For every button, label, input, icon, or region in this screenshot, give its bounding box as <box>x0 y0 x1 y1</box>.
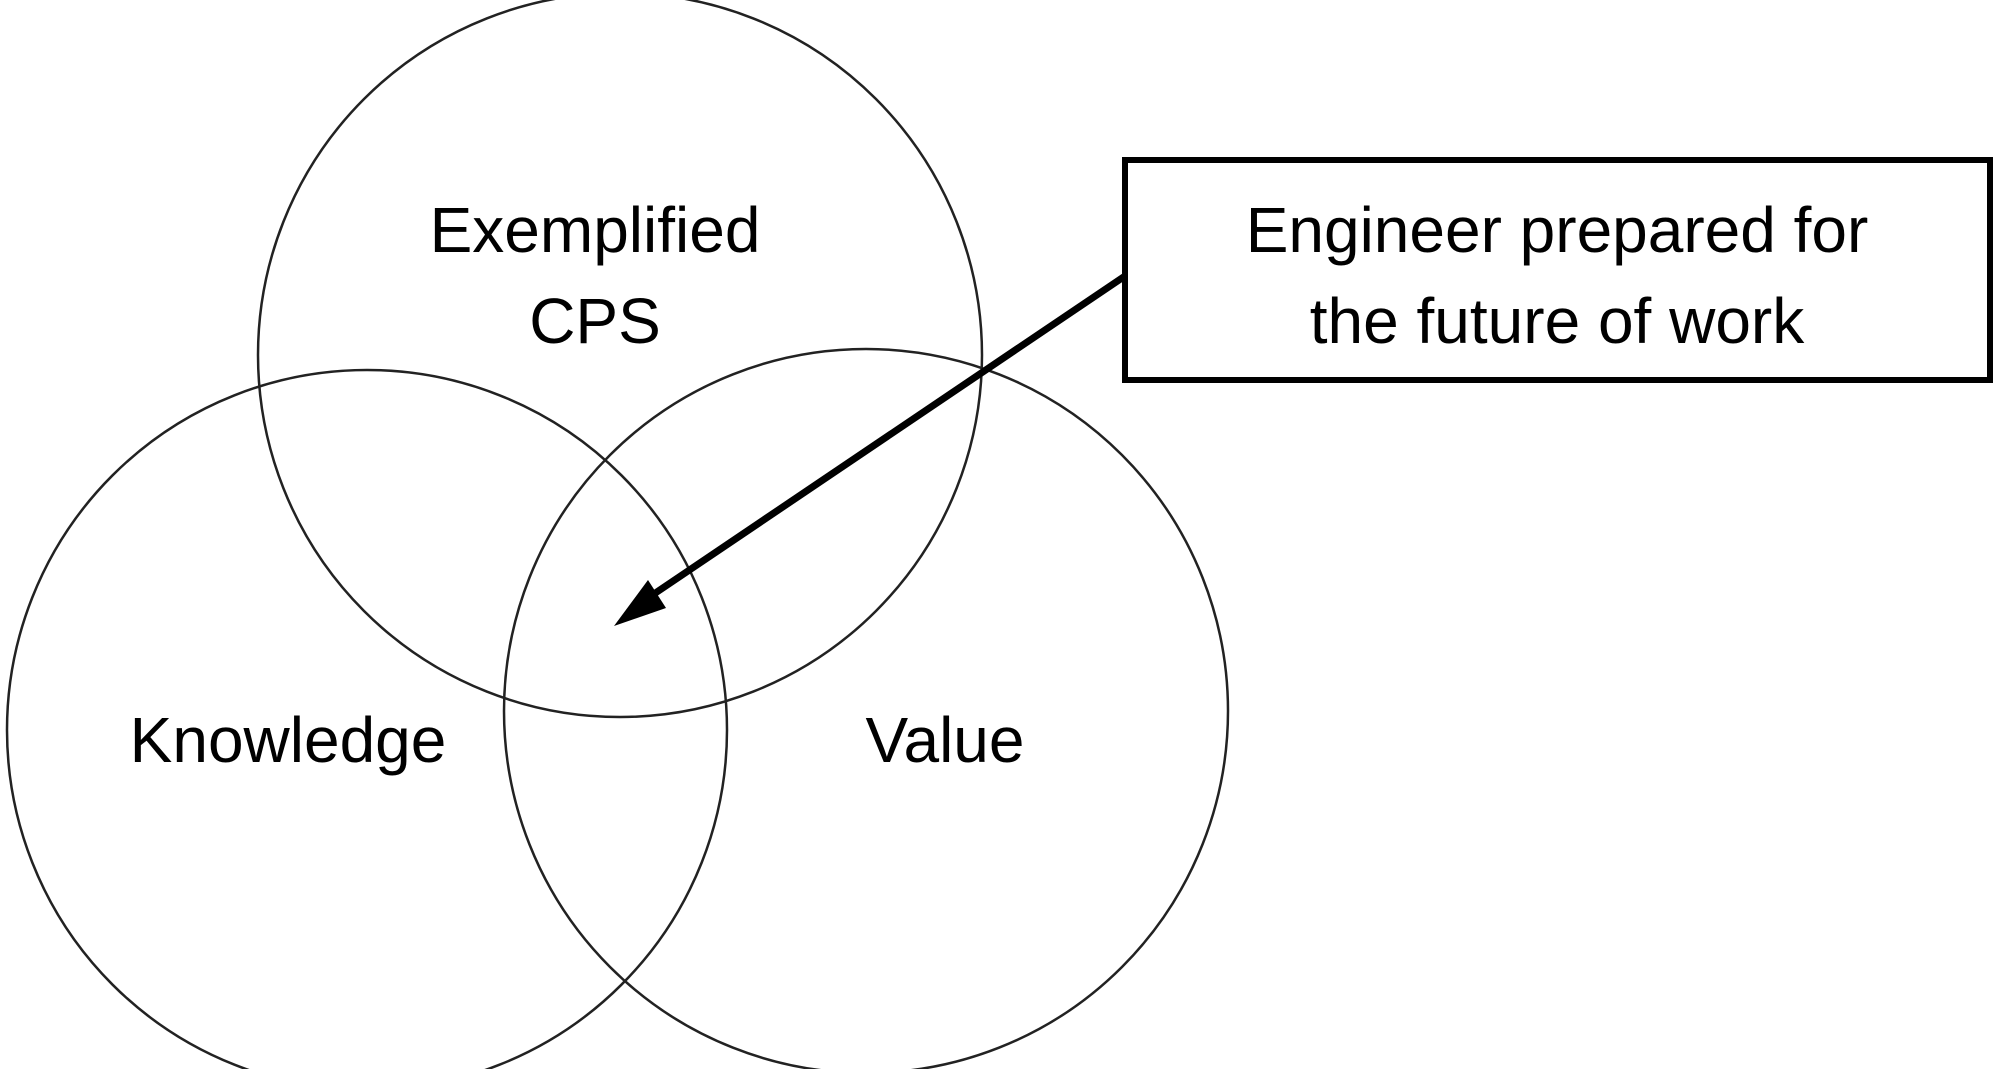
circle-exemplified-cps <box>256 0 984 719</box>
callout-box <box>1122 157 1993 383</box>
label-cps: CPS <box>529 285 661 357</box>
callout-arrow-line <box>643 273 1127 603</box>
label-knowledge: Knowledge <box>130 704 447 776</box>
callout-line-2: the future of work <box>1310 285 1805 357</box>
callout-line-1: Engineer prepared for <box>1246 194 1869 266</box>
circle-value <box>502 347 1230 1069</box>
label-exemplified: Exemplified <box>430 194 761 266</box>
arrow-head-icon <box>614 580 666 626</box>
circle-knowledge <box>5 368 729 1069</box>
label-value: Value <box>866 704 1025 776</box>
